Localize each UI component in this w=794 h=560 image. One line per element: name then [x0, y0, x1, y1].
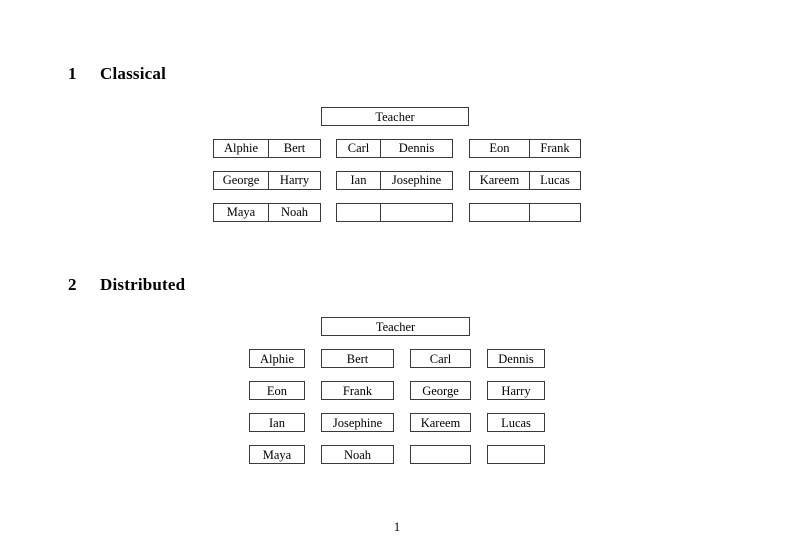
table-cell-label: Josephine	[332, 416, 383, 430]
table-cell[interactable]: Lucas	[540, 173, 570, 187]
table-cell[interactable]: Harry	[487, 381, 545, 400]
teacher-label: Teacher	[375, 320, 416, 334]
table-cell-label	[488, 446, 544, 447]
table-cell-label: Bert	[346, 352, 369, 366]
table-cell-label: Kareem	[420, 416, 461, 430]
table-cell[interactable]: Dennis	[398, 141, 435, 155]
table-cell[interactable]: Alphie	[214, 140, 269, 157]
section-title-2: Distributed	[100, 275, 186, 294]
table-cell-label	[411, 446, 470, 447]
table-cell-label: Harry	[501, 384, 531, 398]
table-cell-label: Carl	[429, 352, 452, 366]
table-cell-label: Alphie	[259, 352, 295, 366]
table-cell[interactable]: Carl	[337, 140, 381, 157]
table-cell[interactable]: Dennis	[487, 349, 545, 368]
page-number: 1	[393, 520, 401, 534]
classical-group-1-row-1[interactable]: Alphie Bert	[213, 139, 321, 158]
table-cell[interactable]: Kareem	[410, 413, 471, 432]
table-cell-label: Maya	[262, 448, 292, 462]
table-cell[interactable]: Eon	[249, 381, 305, 400]
section-number-1: 1	[68, 64, 77, 83]
table-cell[interactable]: Alphie	[249, 349, 305, 368]
classical-group-3-row-3[interactable]	[469, 203, 581, 222]
table-cell[interactable]	[530, 204, 580, 221]
table-cell[interactable]	[487, 445, 545, 464]
table-cell[interactable]	[381, 204, 452, 221]
table-cell-label: Lucas	[501, 416, 531, 430]
table-cell-label: Eon	[266, 384, 288, 398]
table-cell-label: Frank	[342, 384, 373, 398]
table-cell[interactable]: Eon	[470, 140, 530, 157]
classical-group-2-row-3[interactable]	[336, 203, 453, 222]
classical-group-1-row-3[interactable]: Maya Noah	[213, 203, 321, 222]
section-title-1: Classical	[100, 64, 167, 83]
table-cell-label: George	[422, 384, 459, 398]
table-cell[interactable]: Frank	[540, 141, 570, 155]
table-cell[interactable]: Maya	[214, 204, 269, 221]
table-cell[interactable]: Josephine	[321, 413, 394, 432]
table-cell[interactable]: Josephine	[391, 173, 442, 187]
table-cell[interactable]: Bert	[283, 141, 306, 155]
classical-group-3-row-1[interactable]: Eon Frank	[469, 139, 581, 158]
table-cell[interactable]: Maya	[249, 445, 305, 464]
table-cell[interactable]: Harry	[279, 173, 310, 187]
table-cell[interactable]: Frank	[321, 381, 394, 400]
table-cell[interactable]: Ian	[249, 413, 305, 432]
teacher-box-classical[interactable]: Teacher	[321, 107, 469, 126]
table-cell[interactable]: Ian	[337, 172, 381, 189]
teacher-label: Teacher	[375, 110, 415, 124]
classical-group-2-row-2[interactable]: Ian Josephine	[336, 171, 453, 190]
table-cell[interactable]	[410, 445, 471, 464]
table-cell[interactable]: George	[214, 172, 269, 189]
table-cell[interactable]	[470, 204, 530, 221]
section-number-2: 2	[68, 275, 77, 294]
table-cell[interactable]: Noah	[321, 445, 394, 464]
table-cell-label: Ian	[269, 416, 285, 430]
table-cell[interactable]: Carl	[410, 349, 471, 368]
classical-group-2-row-1[interactable]: Carl Dennis	[336, 139, 453, 158]
table-cell[interactable]: Lucas	[487, 413, 545, 432]
table-cell[interactable]: Kareem	[470, 172, 530, 189]
table-cell[interactable]: Bert	[321, 349, 394, 368]
table-cell-label: Noah	[343, 448, 372, 462]
table-cell[interactable]: George	[410, 381, 471, 400]
section-heading-classical: 1 Classical	[68, 64, 166, 84]
section-heading-distributed: 2 Distributed	[68, 275, 185, 295]
classical-group-3-row-2[interactable]: Kareem Lucas	[469, 171, 581, 190]
table-cell-label: Dennis	[498, 352, 534, 366]
table-cell[interactable]: Noah	[280, 205, 309, 219]
classical-group-1-row-2[interactable]: George Harry	[213, 171, 321, 190]
teacher-box-distributed[interactable]: Teacher	[321, 317, 470, 336]
table-cell[interactable]	[337, 204, 381, 221]
